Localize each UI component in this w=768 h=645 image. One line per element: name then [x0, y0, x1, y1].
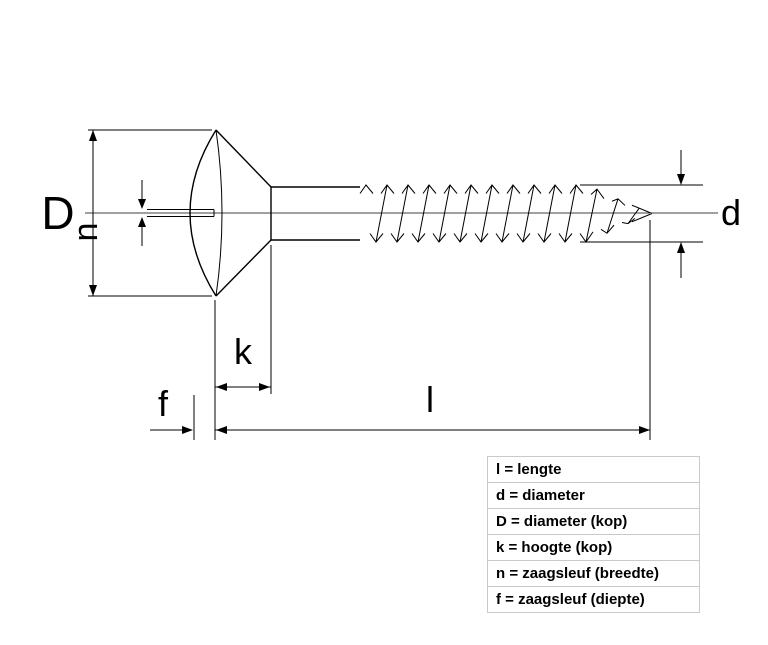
- arrowhead-right-icon: [259, 383, 270, 391]
- legend-table: l = lengte d = diameter D = diameter (ko…: [487, 456, 700, 613]
- arrowhead-down-icon: [138, 199, 146, 209]
- legend-row-l: l = lengte: [487, 456, 700, 483]
- legend-row-k: k = hoogte (kop): [487, 534, 700, 561]
- legend-row-f: f = zaagsleuf (diepte): [487, 586, 700, 613]
- dimension-k: k: [214, 245, 272, 440]
- screw-slot: [147, 209, 215, 217]
- dimension-f: f: [150, 383, 195, 440]
- dim-label-n: n: [67, 223, 105, 242]
- arrowhead-down-icon: [677, 174, 685, 185]
- screw-shank: [271, 186, 360, 241]
- legend-row-d: d = diameter: [487, 482, 700, 509]
- thread-profile-path: [359, 184, 653, 243]
- arrowhead-left-icon: [216, 383, 227, 391]
- screw-threads: [359, 184, 653, 243]
- arrowhead-up-icon: [677, 242, 685, 253]
- legend-row-D: D = diameter (kop): [487, 508, 700, 535]
- dim-label-d: d: [721, 192, 741, 233]
- screw-head: [189, 129, 272, 297]
- dim-label-l: l: [426, 379, 434, 420]
- dimension-D: D: [41, 129, 212, 297]
- arrowhead-right-icon: [639, 426, 650, 434]
- arrowhead-up-icon: [138, 217, 146, 227]
- arrowhead-left-icon: [216, 426, 227, 434]
- dimension-d: d: [580, 150, 741, 278]
- dim-label-k: k: [234, 331, 253, 372]
- dimension-l: l: [215, 220, 651, 440]
- arrowhead-down-icon: [89, 285, 97, 296]
- dim-label-f: f: [158, 383, 169, 424]
- dim-label-D: D: [41, 187, 74, 239]
- dimension-n: n: [67, 180, 146, 246]
- arrowhead-right-icon: [182, 426, 193, 434]
- legend-row-n: n = zaagsleuf (breedte): [487, 560, 700, 587]
- arrowhead-up-icon: [89, 130, 97, 141]
